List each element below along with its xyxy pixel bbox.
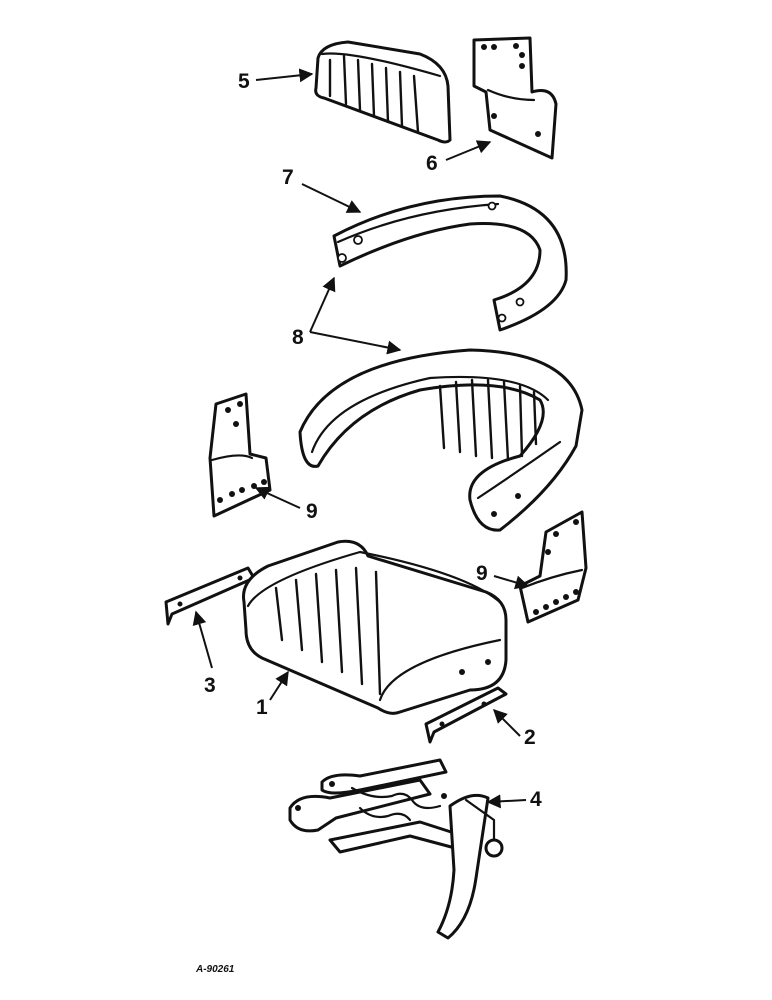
callout-5: 5 bbox=[238, 70, 250, 93]
right-seat-rail-part bbox=[424, 686, 508, 744]
callout-8: 8 bbox=[292, 326, 304, 349]
drawing-number: A-90261 bbox=[195, 964, 235, 975]
right-side-bracket-part bbox=[518, 510, 588, 624]
callout-9-right: 9 bbox=[476, 562, 488, 585]
seat-cushion-part bbox=[242, 539, 508, 715]
left-seat-rail-part bbox=[164, 566, 256, 626]
padded-backrest-part bbox=[298, 348, 584, 532]
callout-9-left: 9 bbox=[306, 500, 318, 523]
callout-7: 7 bbox=[282, 166, 294, 189]
backrest-cushion-part bbox=[314, 40, 452, 144]
back-mounting-bracket-part bbox=[472, 36, 558, 160]
callout-6: 6 bbox=[426, 152, 438, 175]
seat-suspension-part bbox=[288, 758, 504, 940]
callout-2: 2 bbox=[524, 726, 536, 749]
leader-lines bbox=[192, 68, 530, 809]
back-shell-band-part bbox=[332, 194, 568, 332]
callout-4: 4 bbox=[530, 788, 542, 811]
callout-1: 1 bbox=[256, 696, 268, 719]
left-side-bracket-part bbox=[208, 392, 272, 518]
callout-3: 3 bbox=[204, 674, 216, 697]
